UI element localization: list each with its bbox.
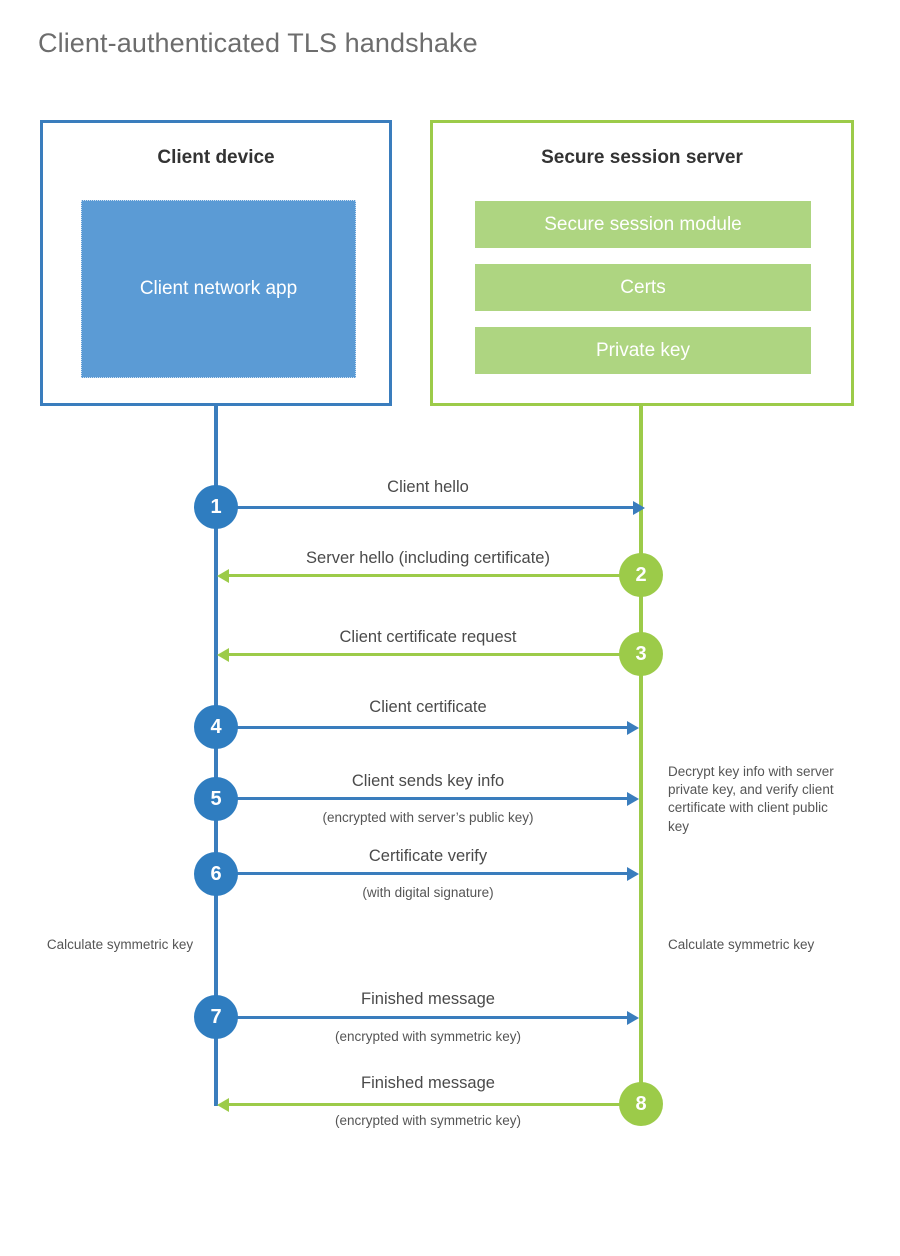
step-badge-4[interactable]: 4 [194,705,238,749]
page-title: Client-authenticated TLS handshake [38,28,478,58]
step-badge-1[interactable]: 1 [194,485,238,529]
step-2-arrow [217,568,641,583]
step-8-arrow [217,1097,641,1112]
arrow-head-right-icon [627,720,639,735]
step-1-arrow [216,500,645,515]
server-block-secure-session-module: Secure session module [475,201,811,248]
step-7-label: Finished message [361,990,495,1008]
step-5-label: Client sends key info [351,772,505,790]
step-badge-7[interactable]: 7 [194,995,238,1039]
step-badge-3[interactable]: 3 [619,632,663,676]
step-5-arrow [216,791,639,806]
note-server-calculate-symmetric-key: Calculate symmetric key [668,937,815,952]
client-lifeline [214,406,218,1106]
step-badge-2[interactable]: 2 [619,553,663,597]
step-badge-8[interactable]: 8 [619,1082,663,1126]
step-1-label: Client hello [387,478,469,496]
step-7-arrow [216,1010,639,1025]
step-7-sublabel: (encrypted with symmetric key) [334,1029,522,1044]
step-badge-5[interactable]: 5 [194,777,238,821]
server-lifeline [639,406,643,1106]
step-6-label: Certificate verify [368,847,488,865]
step-5-sublabel: (encrypted with server’s public key) [322,810,534,825]
client-device-title: Client device [157,147,275,168]
step-badge-6[interactable]: 6 [194,852,238,896]
secure-session-server-title: Secure session server [541,147,743,168]
arrow-head-left-icon [217,568,229,583]
step-8-sublabel: (encrypted with symmetric key) [334,1113,522,1128]
step-6-arrow [216,866,639,881]
arrow-head-right-icon [627,866,639,881]
note-client-calculate-symmetric-key: Calculate symmetric key [46,937,194,952]
step-4-label: Client certificate [369,698,487,716]
step-3-label: Client certificate request [339,628,517,646]
client-device-box: Client device Client network app [40,120,392,406]
step-3-arrow [217,647,641,662]
server-block-certs: Certs [475,264,811,311]
arrow-head-left-icon [217,647,229,662]
note-server-decrypt: Decrypt key info with server private key… [668,764,834,834]
secure-session-server-box: Secure session server Secure session mod… [430,120,854,406]
client-network-app-block: Client network app [81,200,356,378]
arrow-head-right-icon [633,500,645,515]
step-8-label: Finished message [361,1074,495,1092]
step-6-sublabel: (with digital signature) [362,885,494,900]
server-block-private-key: Private key [475,327,811,374]
arrow-head-left-icon [217,1097,229,1112]
step-4-arrow [216,720,639,735]
arrow-head-right-icon [627,1010,639,1025]
step-2-label: Server hello (including certificate) [306,549,550,567]
arrow-head-right-icon [627,791,639,806]
